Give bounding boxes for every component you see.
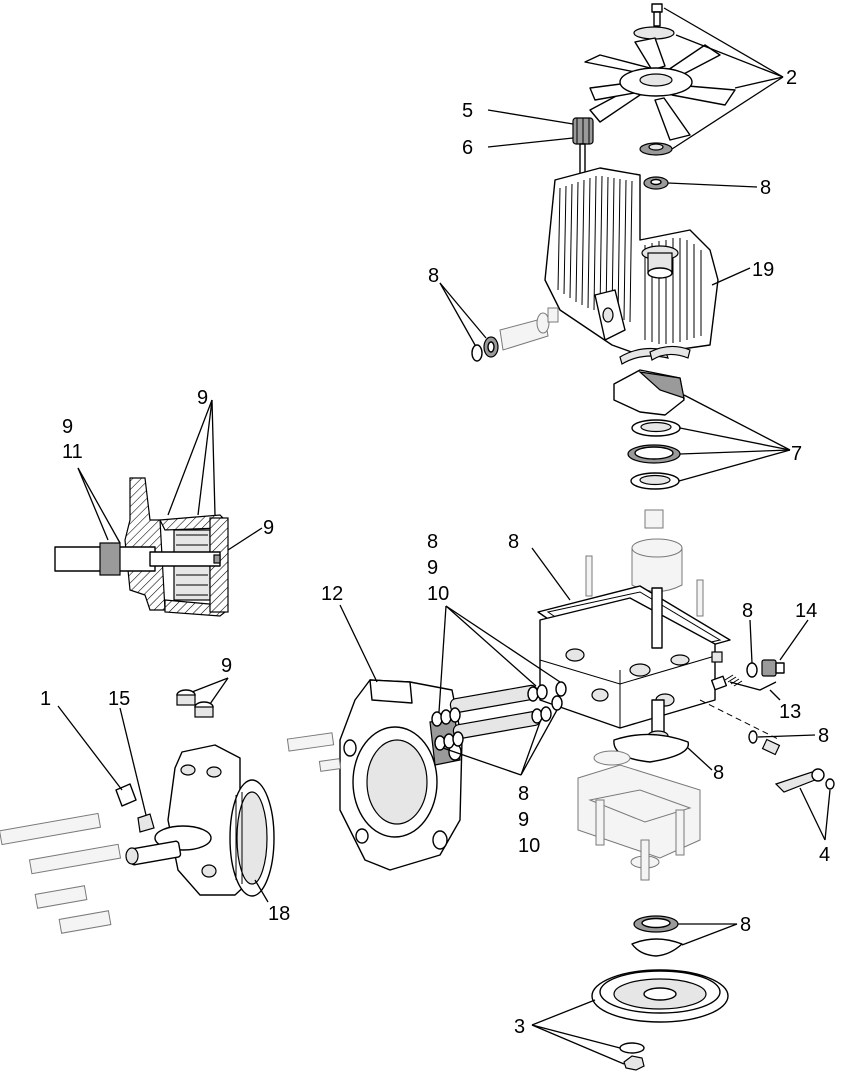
callout-19: 19 [752,259,774,281]
callout-9-stack-a: 9 [427,557,438,579]
callout-8-stack-a: 8 [427,531,438,553]
pulley-assembly [591,915,729,1071]
callout-6: 6 [462,137,473,159]
callout-13: 13 [779,701,801,723]
callout-12: 12 [321,583,343,605]
pump-shaft [651,587,663,649]
leader-lines [57,7,831,1065]
lower-section [577,733,701,881]
callout-1: 1 [40,688,51,710]
callout-15: 15 [108,688,130,710]
wheel-motor [125,744,275,897]
control-arm-parts [699,699,835,793]
callout-8-left-seal: 8 [428,265,439,287]
motor-clip [115,783,137,807]
motor-bolts [0,812,122,934]
callout-18: 18 [268,903,290,925]
callout-2: 2 [786,67,797,89]
motor-section-view [54,477,229,617]
callout-9-plugs: 9 [221,655,232,677]
callout-labels: 2 5 6 8 19 8 9 9 11 7 9 8 8 9 10 12 8 14… [40,67,830,1038]
cooling-fan [584,37,736,141]
pump-body [286,679,463,871]
swashplate-kit [613,345,691,490]
callout-10-stack-b: 10 [518,835,540,857]
valve-fitting [761,659,777,677]
transfer-tubes [431,681,567,751]
callout-8-fan-bearing: 8 [760,177,771,199]
fan-washer [633,26,675,40]
side-shaft-seals [471,307,559,362]
callout-10-stack-a: 10 [427,583,449,605]
valve-plug [711,651,723,663]
callout-3: 3 [514,1016,525,1038]
callout-11: 11 [62,441,83,463]
callout-8-bottom-seal: 8 [740,914,751,936]
pulley-nut [623,1055,645,1071]
callout-8-valve: 8 [742,600,753,622]
callout-8-bottom-oring: 8 [713,762,724,784]
pulley-washer [619,1042,645,1054]
callout-5: 5 [462,100,473,122]
callout-14: 14 [795,600,817,622]
callout-8-side: 8 [818,725,829,747]
center-section [537,585,731,742]
callout-4: 4 [819,844,830,866]
callout-9-stack-b: 9 [518,809,529,831]
input-shaft [572,117,594,179]
housing-fins [557,175,702,344]
upper-housing [544,167,719,356]
valve-spring [724,674,743,687]
callout-9-right: 9 [263,517,274,539]
callout-9-left: 9 [62,416,73,438]
fan-assembly [584,3,736,190]
cylinder-block [585,509,704,617]
callout-8-gasket: 8 [508,531,519,553]
retaining-ring [631,938,683,957]
valve-oring [746,662,758,678]
valve-parts [710,651,785,691]
callout-7: 7 [791,443,802,465]
motor-key [137,813,155,833]
callout-9-top: 9 [197,387,208,409]
callout-8-stack-b: 8 [518,783,529,805]
fan-screw [651,3,663,27]
motor-plugs [176,689,214,718]
